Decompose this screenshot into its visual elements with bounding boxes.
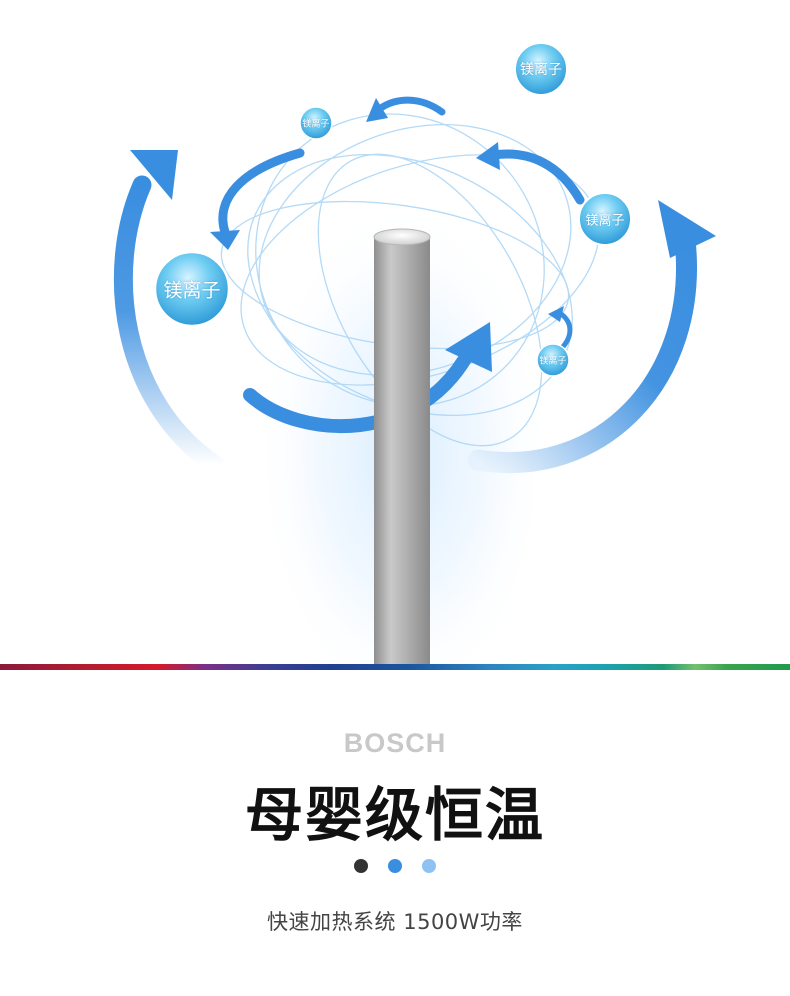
heating-illustration [113, 42, 716, 665]
page-title: 母婴级恒温 [244, 781, 545, 849]
curved-arrow-icon [476, 142, 585, 205]
brand-name: BOSCH [343, 728, 447, 758]
curved-arrow-icon [467, 200, 716, 474]
feature-subtitle: 快速加热系统 1500W功率 [267, 910, 523, 934]
ion-sphere-icon [578, 192, 632, 246]
pagination-dots [0, 859, 790, 873]
curved-arrow-icon [210, 148, 305, 250]
curved-arrow-icon [548, 306, 573, 353]
ion-sphere-icon [153, 250, 231, 328]
ion-sphere-icon [536, 343, 570, 377]
pagination-dot[interactable] [354, 859, 368, 873]
brand-color-stripe [0, 664, 790, 670]
ion-label: 镁离子 [585, 213, 625, 229]
ion-label: 镁离子 [520, 62, 562, 78]
heating-rod-icon [373, 228, 431, 665]
ion-sphere-icon [299, 106, 333, 140]
curved-arrow-icon [366, 96, 446, 122]
ion-label: 镁离子 [302, 119, 330, 130]
pagination-dot[interactable] [422, 859, 436, 873]
ion-label: 镁离子 [539, 356, 567, 367]
ion-sphere-icon [514, 42, 568, 96]
pagination-dot[interactable] [388, 859, 402, 873]
ion-label: 镁离子 [163, 279, 221, 302]
hero-illustration: 镁离子 镁离子 镁离子 镁离子 镁离子 [113, 42, 716, 665]
curved-arrow-icon [243, 322, 492, 434]
curved-arrow-icon [113, 150, 225, 475]
